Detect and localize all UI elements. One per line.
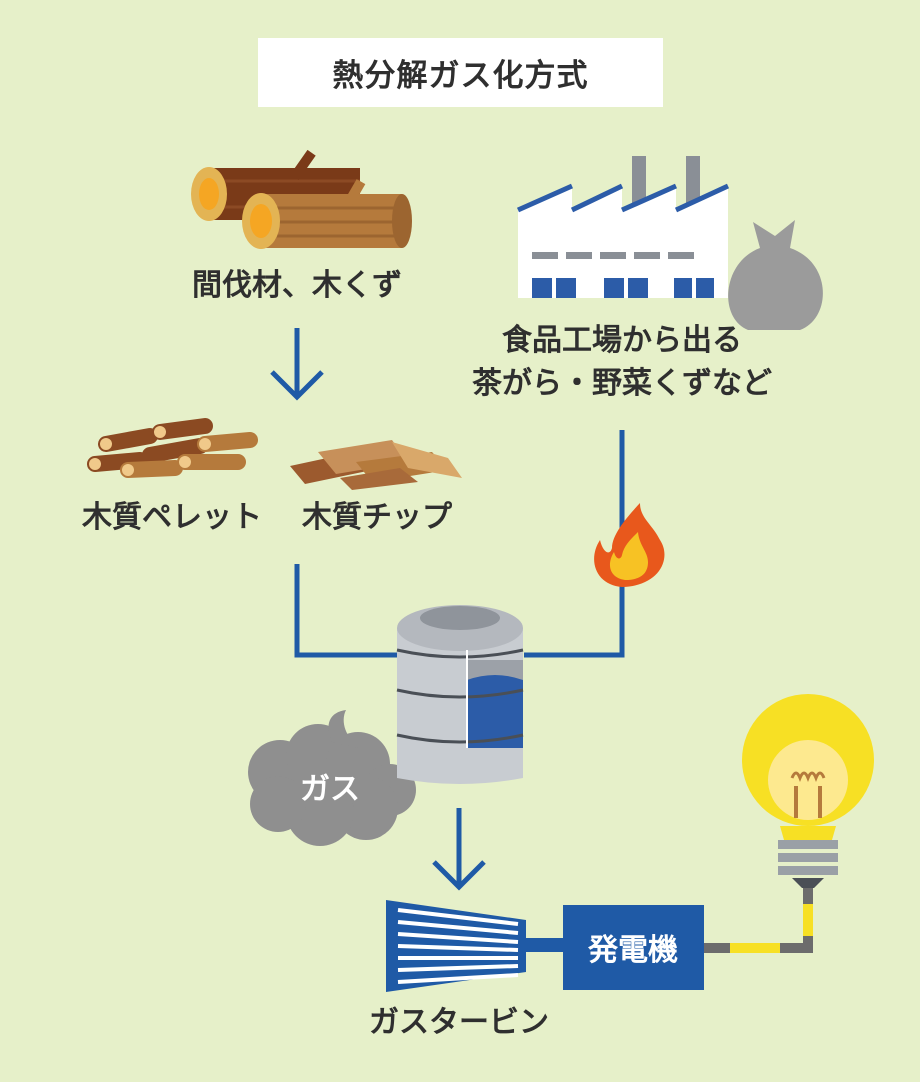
flow-lines xyxy=(270,328,625,891)
gas-cloud-icon xyxy=(248,710,416,846)
gas-turbine-icon xyxy=(386,900,566,992)
gasifier-tank-icon xyxy=(396,605,524,784)
generator-box xyxy=(563,905,704,990)
chip-label: 木質チップ xyxy=(302,500,452,535)
logs-label: 間伐材、木くず xyxy=(192,268,402,303)
flame-icon xyxy=(594,503,665,587)
title-box: 熱分解ガス化方式 xyxy=(258,38,663,107)
light-bulb-icon xyxy=(742,694,874,888)
gas-label: ガス xyxy=(300,772,360,807)
turbine-label: ガスタービン xyxy=(369,1005,549,1040)
factory-icon xyxy=(516,156,730,298)
logs-icon xyxy=(191,149,412,249)
wire xyxy=(704,878,813,953)
factory-label-line2: 茶がら・野菜くずなど xyxy=(472,366,772,401)
pellets-icon xyxy=(87,418,258,478)
factory-label-line1: 食品工場から出る xyxy=(502,323,742,358)
pellet-label: 木質ペレット xyxy=(82,500,262,535)
wood-chips-icon xyxy=(290,440,462,490)
garbage-bag-icon xyxy=(728,220,823,330)
generator-label: 発電機 xyxy=(587,933,678,968)
page-title: 熱分解ガス化方式 xyxy=(332,58,589,94)
